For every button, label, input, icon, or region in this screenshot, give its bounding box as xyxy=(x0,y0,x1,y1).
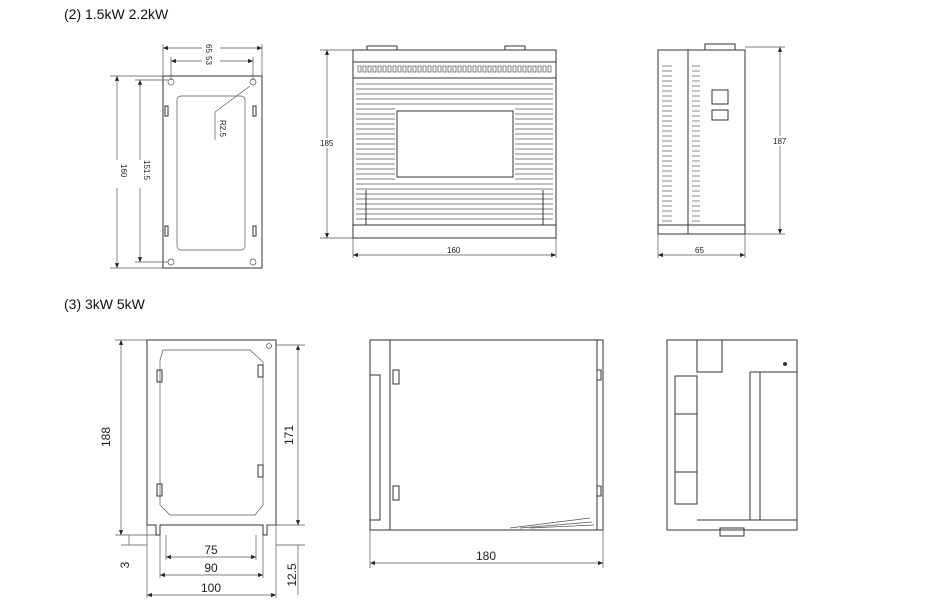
vent-slot xyxy=(472,65,477,73)
vent-slot xyxy=(467,65,472,73)
vent-slot xyxy=(402,65,407,73)
vent-slot xyxy=(542,65,547,73)
vent-slot xyxy=(487,65,492,73)
vent-slot xyxy=(392,65,397,73)
vent-slot xyxy=(387,65,392,73)
vent-slot xyxy=(482,65,487,73)
vent-slot xyxy=(547,65,552,73)
vent-slot xyxy=(522,65,527,73)
dim-width-53: 53 xyxy=(204,56,213,65)
vent-slot xyxy=(372,65,377,73)
dim-offset-3: 3 xyxy=(118,561,132,568)
vent-slot xyxy=(367,65,372,73)
dim-width-160: 160 xyxy=(447,246,461,255)
vent-slot xyxy=(427,65,432,73)
vent-slot xyxy=(507,65,512,73)
section-heading-1-5kw-2-2kw: (2) 1.5kW 2.2kW xyxy=(64,6,169,22)
section-heading-3kw-5kw: (3) 3kW 5kW xyxy=(64,296,145,312)
dim-height-171: 171 xyxy=(282,425,296,445)
vent-slot xyxy=(537,65,542,73)
vent-slot xyxy=(527,65,532,73)
side-view-large xyxy=(666,339,798,537)
dim-width-90: 90 xyxy=(204,561,218,575)
vent-slot xyxy=(512,65,517,73)
dim-radius: R2.5 xyxy=(218,120,227,137)
side-view-small: 187 65 xyxy=(657,43,791,258)
dim-height-160: 160 xyxy=(119,164,128,178)
dim-width-75: 75 xyxy=(204,543,218,557)
vent-slot xyxy=(532,65,537,73)
vent-slot xyxy=(462,65,467,73)
vent-slot xyxy=(452,65,457,73)
dim-width-65: 65 xyxy=(204,44,213,53)
vent-slot xyxy=(357,65,362,73)
vent-slot xyxy=(422,65,427,73)
mount-plate-small: 65 53 R2.5 160 151.5 xyxy=(110,42,263,269)
vent-slot xyxy=(437,65,442,73)
vent-slot xyxy=(457,65,462,73)
front-view-small: 185 160 xyxy=(318,45,557,258)
dim-width-180: 180 xyxy=(476,549,496,563)
vent-slot xyxy=(492,65,497,73)
vent-slot xyxy=(432,65,437,73)
vent-slot xyxy=(442,65,447,73)
vent-slot xyxy=(362,65,367,73)
vent-slot xyxy=(502,65,507,73)
vent-slot xyxy=(517,65,522,73)
vent-slot xyxy=(477,65,482,73)
vent-slot xyxy=(382,65,387,73)
dim-height-188: 188 xyxy=(99,427,113,447)
front-view-large: 180 xyxy=(369,339,604,568)
vent-slot xyxy=(412,65,417,73)
dim-width-65-side: 65 xyxy=(695,246,704,255)
dim-height-151-5: 151.5 xyxy=(142,160,151,181)
vent-slot xyxy=(417,65,422,73)
vent-slot xyxy=(497,65,502,73)
dim-bottom-12-5: 12.5 xyxy=(285,563,299,587)
vent-slot xyxy=(377,65,382,73)
vent-slot xyxy=(397,65,402,73)
vent-slot xyxy=(407,65,412,73)
mount-plate-large: 188 171 3 75 90 100 12.5 xyxy=(99,339,305,598)
dim-width-100: 100 xyxy=(201,581,221,595)
dim-height-187: 187 xyxy=(773,137,787,146)
vent-slot xyxy=(447,65,452,73)
dim-height-185: 185 xyxy=(320,139,334,148)
